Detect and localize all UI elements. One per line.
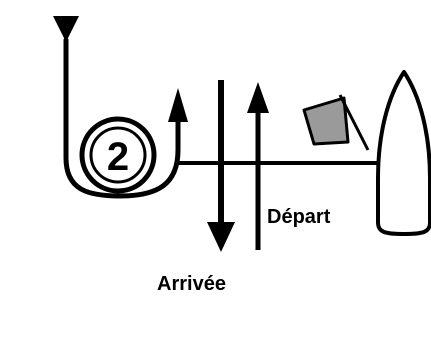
arrival-label: Arrivée: [157, 273, 226, 295]
departure-arrowhead-icon: [247, 82, 269, 113]
departure-arrow: [247, 82, 269, 250]
departure-label: Départ: [267, 206, 331, 228]
mark-2: 2: [82, 119, 154, 191]
committee-boat-icon: [378, 72, 430, 234]
flag-pennant: [304, 98, 348, 144]
mark-number: 2: [107, 135, 129, 179]
flag-icon: [304, 95, 368, 150]
arrival-arrowhead-icon: [207, 222, 235, 252]
course-route-arrowhead-icon: [168, 88, 188, 122]
arrival-arrow: [207, 80, 235, 252]
